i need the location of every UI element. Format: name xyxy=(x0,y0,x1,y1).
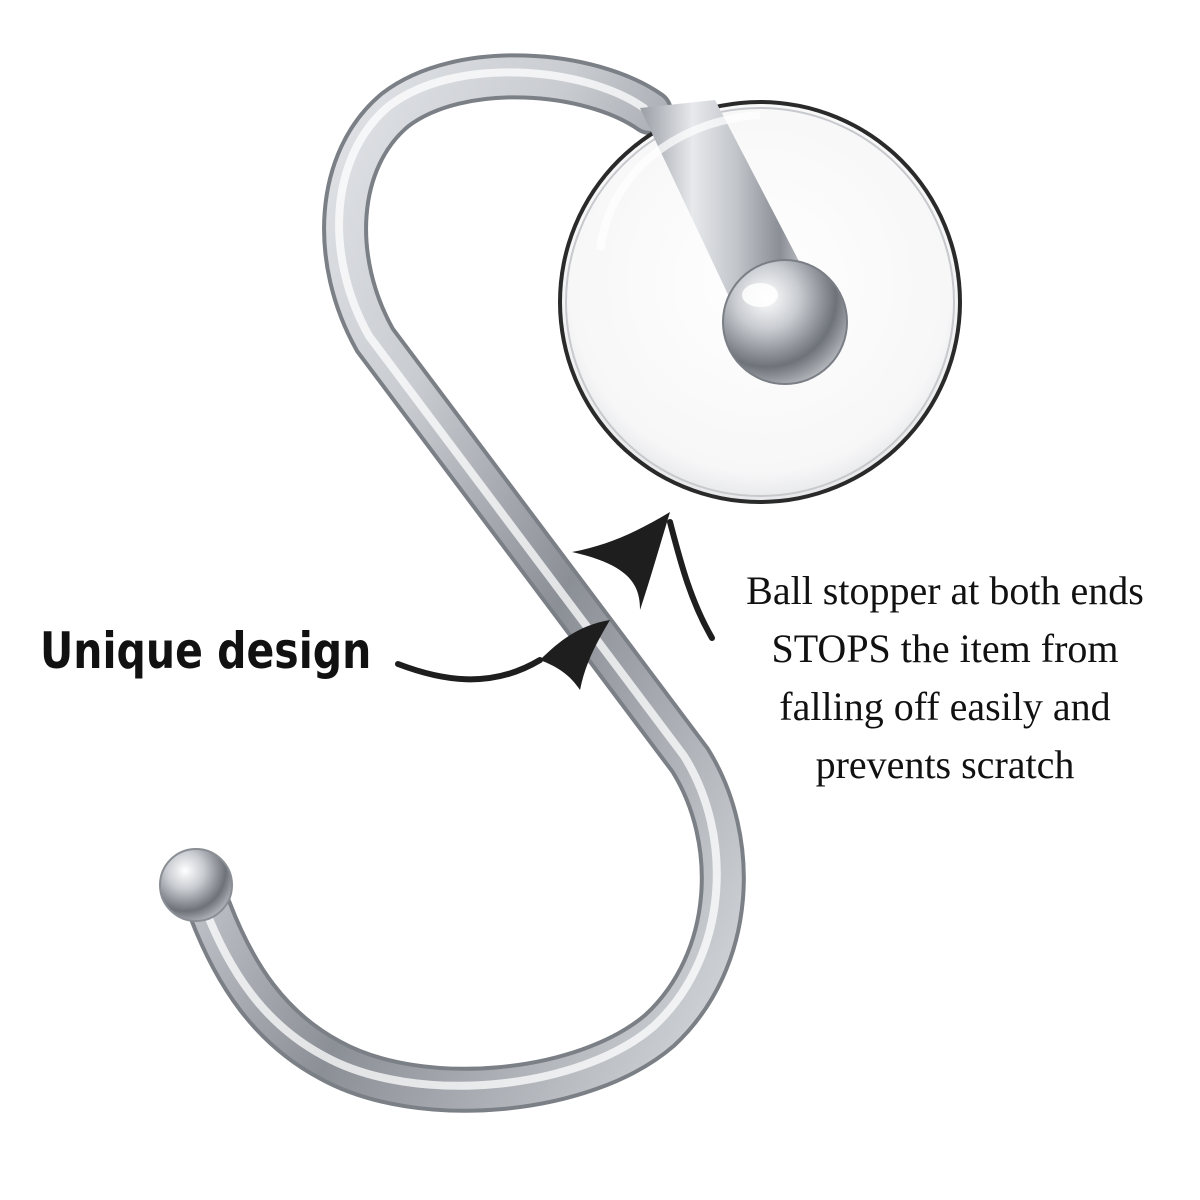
ball-stopper-zoomed xyxy=(722,259,848,385)
curved-arrow-right-head xyxy=(572,512,670,610)
ball-stopper-description: Ball stopper at both ends STOPS the item… xyxy=(690,562,1200,794)
curved-arrow-left xyxy=(395,657,543,683)
ball-stopper-bottom xyxy=(159,848,233,922)
description-line-2: STOPS the item from xyxy=(771,626,1119,671)
description-line-3: falling off easily and xyxy=(779,684,1111,729)
curved-arrow-right xyxy=(667,519,715,641)
description-line-4: prevents scratch xyxy=(815,742,1075,787)
curved-arrow-left-head xyxy=(540,620,610,690)
hook-body-highlight xyxy=(200,68,721,1090)
unique-design-label: Unique design xyxy=(40,622,372,680)
description-line-1: Ball stopper at both ends xyxy=(746,568,1144,613)
zoom-lens xyxy=(558,100,962,504)
